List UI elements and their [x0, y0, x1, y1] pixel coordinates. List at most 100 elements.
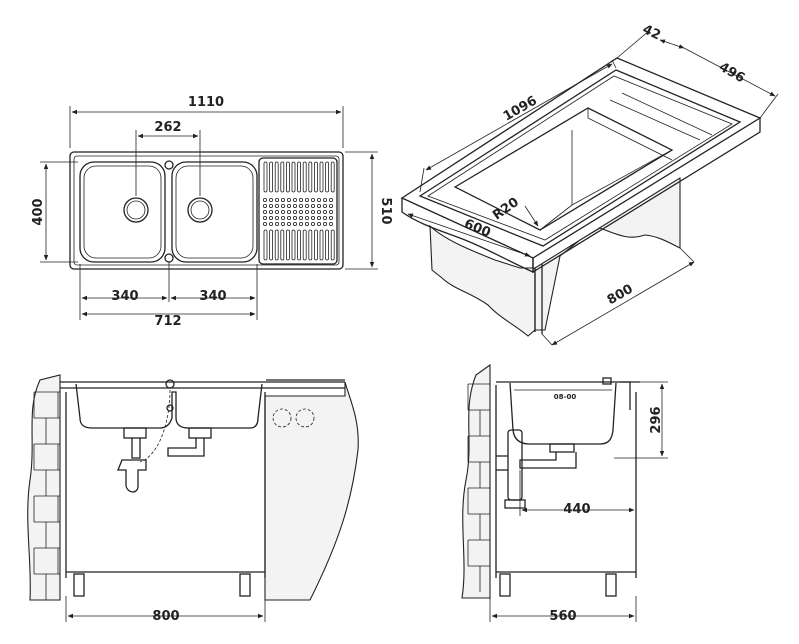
perforation — [262, 221, 267, 226]
drain-rib — [330, 161, 335, 193]
drain-rib — [297, 229, 302, 261]
perforation — [316, 221, 321, 226]
dim-bowl-right: 340 — [199, 289, 226, 304]
drain-rib — [325, 229, 330, 261]
dim-iso-cabinet-depth: 600 — [462, 217, 493, 241]
perforation — [262, 209, 267, 214]
perforation — [268, 221, 273, 226]
dim-bowls-total: 712 — [154, 314, 181, 329]
drain-rib — [269, 161, 274, 193]
isometric-view: 1096 42 496 R20 600 800 — [400, 22, 779, 346]
perforation — [292, 203, 297, 208]
front-view: 800 — [27, 374, 359, 624]
perforation — [274, 209, 279, 214]
perforation — [298, 197, 303, 202]
dim-top-width: 1110 — [188, 95, 224, 110]
perforation — [316, 209, 321, 214]
bowl-right — [171, 161, 258, 263]
drain-rib — [280, 229, 285, 261]
perforation — [274, 221, 279, 226]
drainboard — [258, 157, 338, 265]
drain-rib — [302, 161, 307, 193]
drain-rib — [319, 229, 324, 261]
drain-rib — [319, 161, 324, 193]
perforation — [262, 197, 267, 202]
bowl-left — [79, 161, 166, 263]
perforation — [268, 209, 273, 214]
perforation — [274, 197, 279, 202]
perforation — [310, 209, 315, 214]
drain-rib — [285, 161, 290, 193]
perforation — [280, 203, 285, 208]
perforation — [322, 215, 327, 220]
perforation — [310, 215, 315, 220]
drain-rib — [302, 229, 307, 261]
perforation — [298, 203, 303, 208]
drainboard-perforations — [262, 197, 333, 226]
perforation — [304, 215, 309, 220]
perforation — [316, 197, 321, 202]
dim-iso-depth: 496 — [716, 60, 747, 87]
drain-rib — [330, 229, 335, 261]
side-label: 08-00 — [554, 393, 577, 401]
drain-rib — [297, 161, 302, 193]
perforation — [280, 197, 285, 202]
perforation — [304, 209, 309, 214]
perforation — [304, 221, 309, 226]
perforation — [268, 197, 273, 202]
drain-rib — [274, 229, 279, 261]
perforation — [280, 215, 285, 220]
perforation — [304, 197, 309, 202]
perforation — [280, 209, 285, 214]
perforation — [292, 215, 297, 220]
drain-rib — [291, 161, 296, 193]
perforation — [322, 221, 327, 226]
perforation — [274, 215, 279, 220]
perforation — [328, 197, 333, 202]
perforation — [286, 215, 291, 220]
perforation — [328, 215, 333, 220]
dim-iso-cabinet-width: 800 — [605, 282, 636, 309]
perforation — [328, 203, 333, 208]
dim-side-height: 296 — [649, 406, 664, 433]
perforation — [262, 215, 267, 220]
side-view: 08-00 296 440 560 — [461, 363, 668, 624]
perforation — [298, 215, 303, 220]
dim-iso-edge: 42 — [640, 22, 663, 43]
iso-cabinet — [429, 224, 536, 337]
drainboard-ribs-top — [263, 161, 335, 193]
drain-right — [187, 197, 213, 223]
drain-rib — [263, 161, 268, 193]
perforation — [322, 203, 327, 208]
perforation — [262, 203, 267, 208]
dim-iso-length: 1096 — [501, 93, 540, 124]
drain-rib — [269, 229, 274, 261]
perforation — [292, 197, 297, 202]
brick-wall-left — [27, 374, 61, 601]
front-cabinet-wall — [264, 381, 359, 601]
perforation — [280, 221, 285, 226]
perforation — [274, 203, 279, 208]
perforation — [316, 215, 321, 220]
perforation — [328, 209, 333, 214]
perforation — [298, 209, 303, 214]
drain-rib — [285, 229, 290, 261]
perforation — [310, 203, 315, 208]
perforation — [268, 203, 273, 208]
drain-rib — [274, 161, 279, 193]
perforation — [322, 197, 327, 202]
perforation — [286, 221, 291, 226]
perforation — [310, 221, 315, 226]
drain-rib — [291, 229, 296, 261]
front-siphon — [117, 459, 147, 493]
drainboard-ribs-bottom — [263, 229, 335, 261]
sink-outline — [69, 151, 344, 270]
drain-rib — [308, 161, 313, 193]
perforation — [304, 203, 309, 208]
perforation — [286, 209, 291, 214]
drain-rib — [313, 229, 318, 261]
perforation — [292, 209, 297, 214]
perforation — [310, 197, 315, 202]
dim-height-left: 400 — [31, 198, 46, 225]
